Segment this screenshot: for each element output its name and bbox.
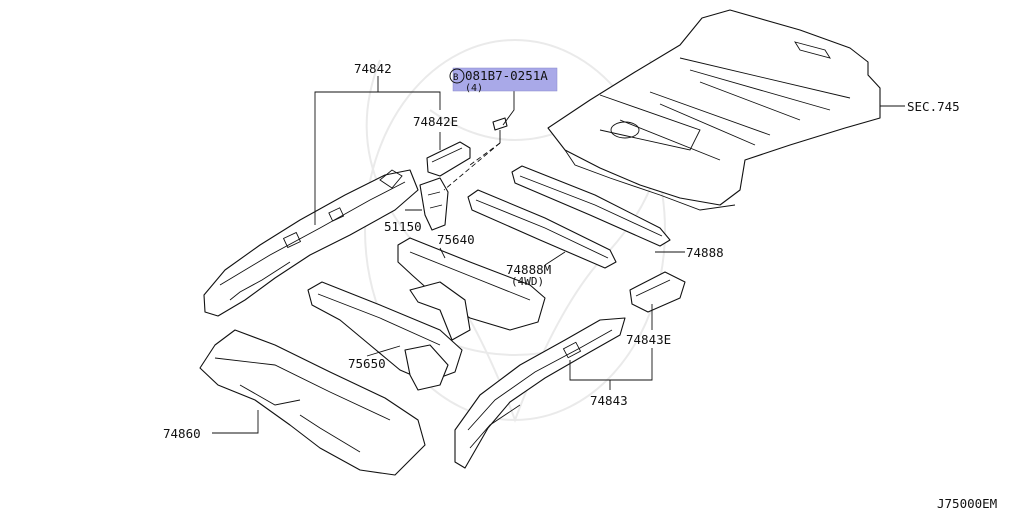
label-bolt-qty: (4) <box>465 83 483 94</box>
bolt-label-highlight <box>452 67 558 92</box>
bolt-symbol-circle <box>449 68 465 84</box>
dashed-leader-b <box>469 142 501 166</box>
diagram-code: J75000EM <box>937 496 997 511</box>
side-member-74843[interactable] <box>454 317 626 469</box>
bolt-081b7-0251a[interactable] <box>492 117 508 143</box>
label-74843: 74843 <box>590 393 628 408</box>
label-74888m-note: (4WD) <box>511 275 544 288</box>
mount-bracket-51150[interactable] <box>419 177 449 231</box>
label-74888: 74888 <box>686 245 724 260</box>
crossmember-74888[interactable] <box>511 165 671 247</box>
label-74860: 74860 <box>163 426 201 441</box>
side-member-74842[interactable] <box>203 169 419 317</box>
label-74842e: 74842E <box>413 114 458 129</box>
label-74888m: 74888M <box>506 262 551 277</box>
crossmember-75640[interactable] <box>397 237 546 341</box>
bolt-symbol: B <box>453 73 458 83</box>
label-bolt-part: 081B7-0251A <box>465 68 548 83</box>
label-74842: 74842 <box>354 61 392 76</box>
leader-lines <box>212 76 905 434</box>
dashed-leader-a <box>443 142 501 191</box>
label-51150: 51150 <box>384 219 422 234</box>
bracket-74842e[interactable] <box>426 141 471 177</box>
rear-crossmember-74860[interactable] <box>199 329 426 476</box>
label-sec745: SEC.745 <box>907 99 960 114</box>
label-75650: 75650 <box>348 356 386 371</box>
bracket-74843e[interactable] <box>629 271 686 313</box>
label-75640: 75640 <box>437 232 475 247</box>
crossmember-74888m-4wd[interactable] <box>467 189 617 269</box>
rear-floor-panel-sec745[interactable] <box>547 9 881 211</box>
label-74843e: 74843E <box>626 332 671 347</box>
crossmember-75650[interactable] <box>307 281 463 391</box>
